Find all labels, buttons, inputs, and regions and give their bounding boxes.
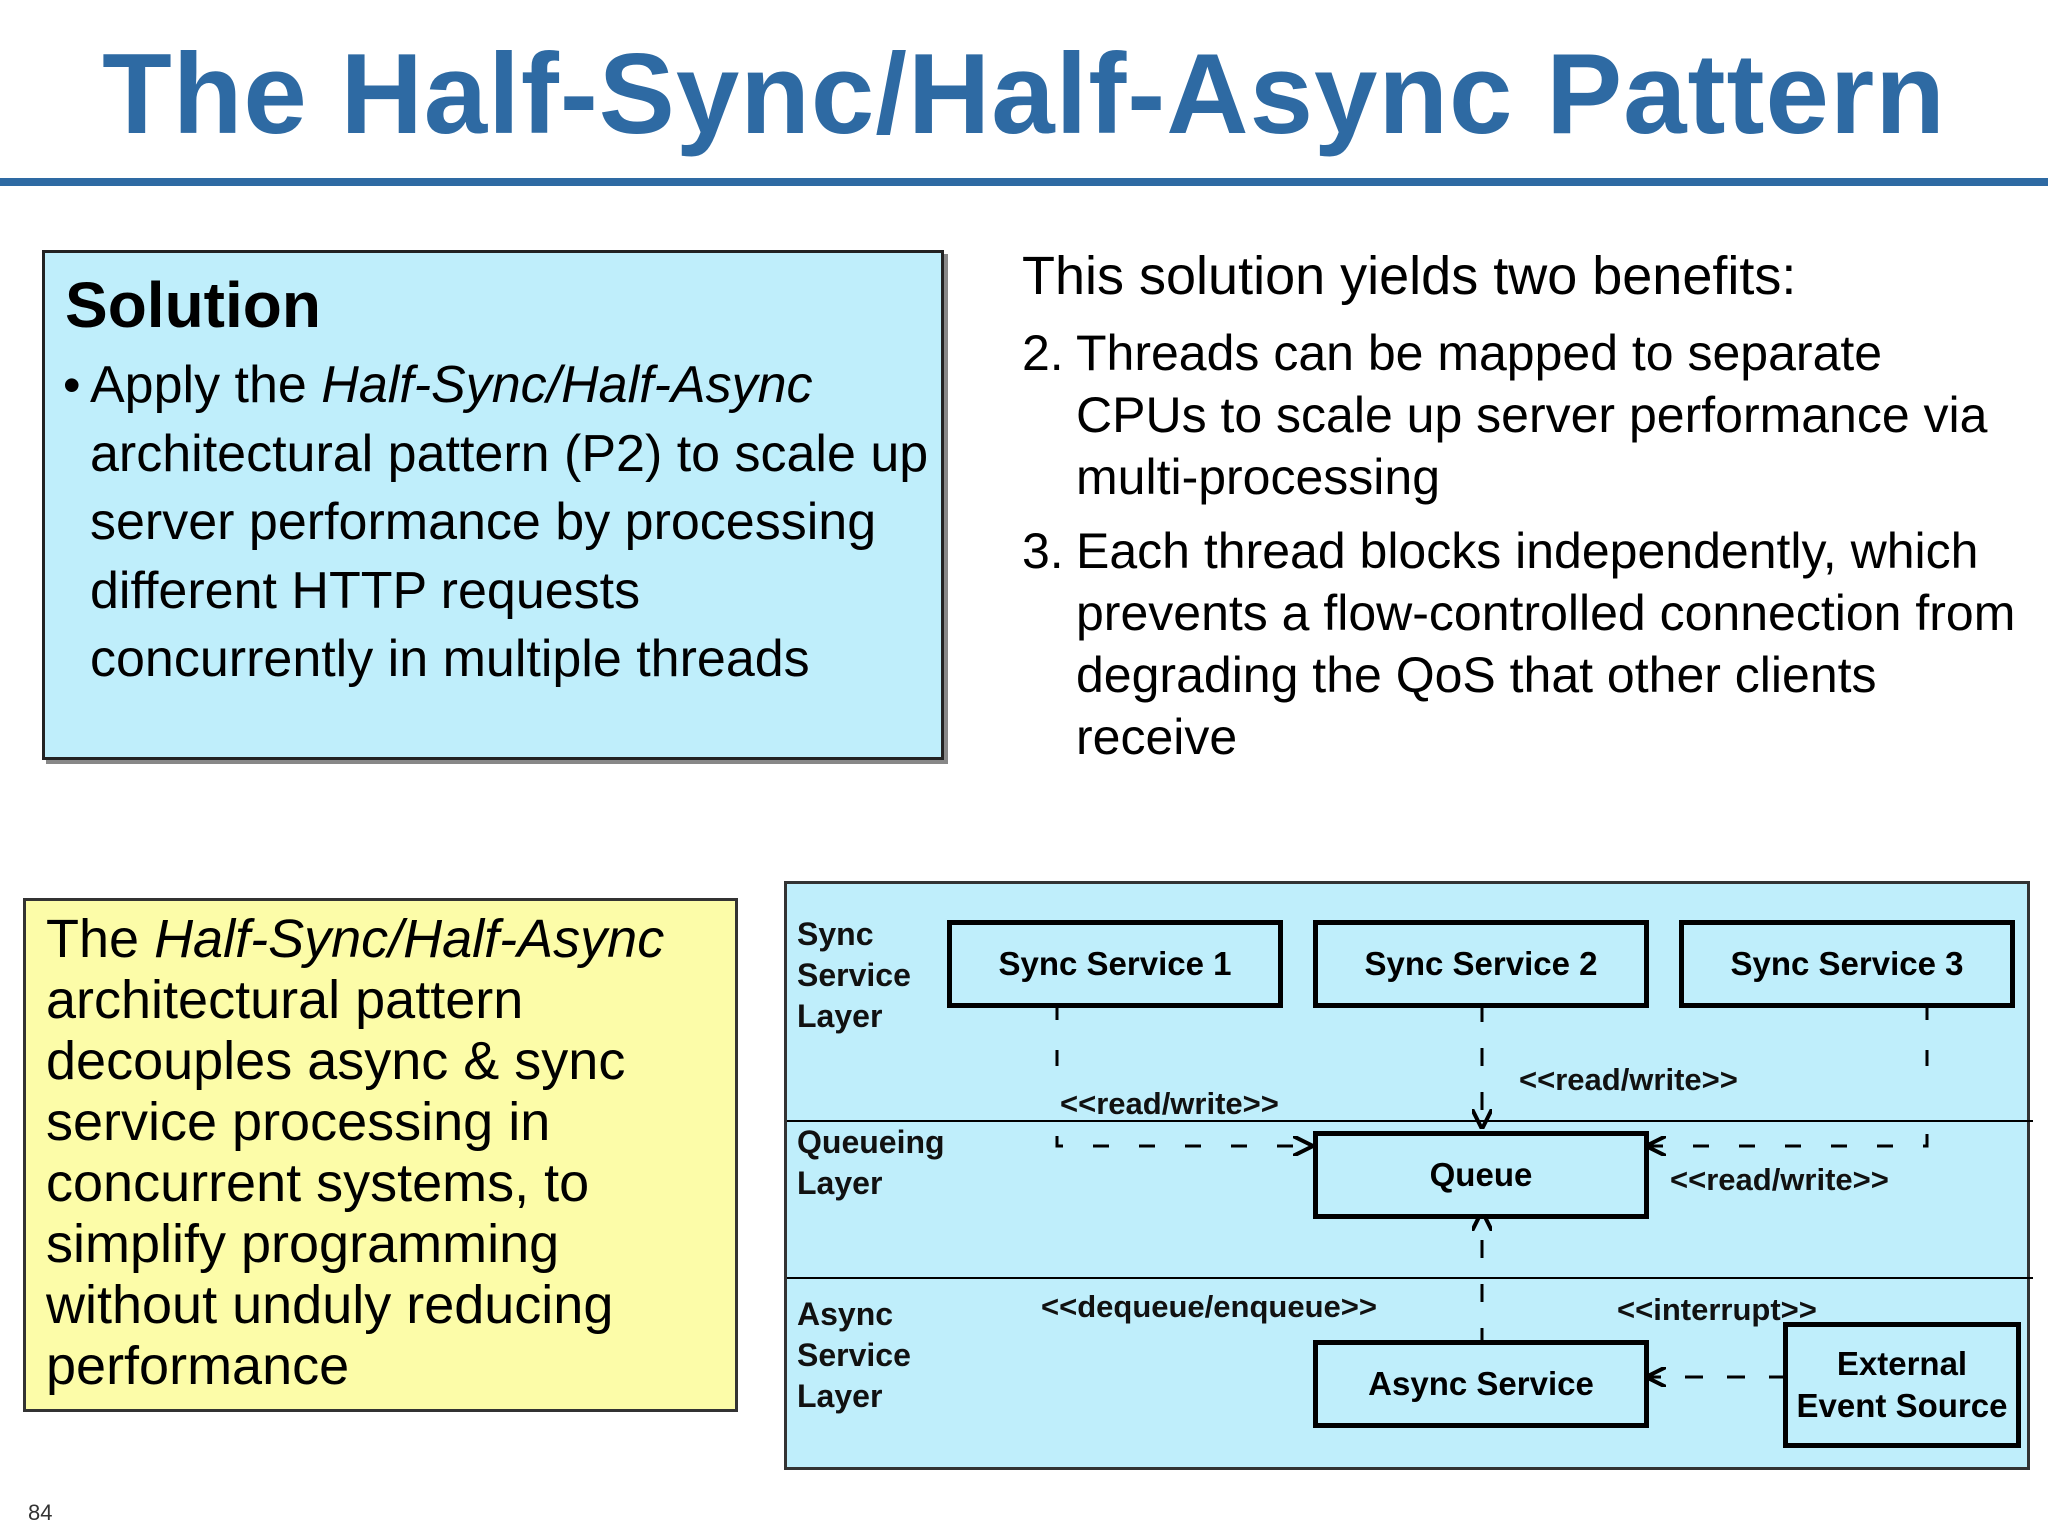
diagram-connectors xyxy=(787,1004,2033,1473)
dequeue-enqueue-label: <<dequeue/enqueue>> xyxy=(1041,1289,1377,1324)
note-text-start: The xyxy=(46,909,155,969)
benefits-intro: This solution yields two benefits: xyxy=(1022,246,1797,306)
rw-right-connector xyxy=(1647,1134,1929,1146)
note-text-end: architectural pattern decouples async & … xyxy=(46,970,626,1396)
queueing-layer-text: Queueing Layer xyxy=(797,1124,945,1201)
external-event-source-label: External Event Source xyxy=(1796,1345,2008,1424)
benefit-number: 3. xyxy=(1022,523,1064,579)
sync-service-2-label: Sync Service 2 xyxy=(1364,945,1598,982)
sync-layer-text: Sync Service Layer xyxy=(797,916,911,1034)
page-number: 84 xyxy=(28,1500,53,1525)
async-service-box: Async Service xyxy=(1313,1340,1649,1428)
queueing-layer-label: Queueing Layer xyxy=(797,1122,945,1204)
title-divider xyxy=(0,178,2048,186)
async-layer-text: Async Service Layer xyxy=(797,1296,911,1414)
solution-text-start: Apply the xyxy=(90,356,322,414)
pattern-name: Half-Sync/Half-Async xyxy=(321,356,813,414)
read-write-center-label: <<read/write>> xyxy=(1519,1062,1738,1097)
solution-heading: Solution xyxy=(65,269,321,341)
external-event-source-box: External Event Source xyxy=(1783,1322,2021,1448)
sync-service-3-label: Sync Service 3 xyxy=(1730,945,1964,982)
queue-box: Queue xyxy=(1313,1131,1649,1219)
benefit-item: 3. Each thread blocks independently, whi… xyxy=(1022,520,2022,768)
note-text: The Half-Sync/Half-Async architectural p… xyxy=(46,909,736,1397)
solution-text: Apply the Half-Sync/Half-Async architect… xyxy=(90,351,930,694)
async-layer-label: Async Service Layer xyxy=(797,1294,911,1417)
benefit-text: Threads can be mapped to separate CPUs t… xyxy=(1076,325,1988,505)
rw-left-connector xyxy=(1055,1136,1312,1146)
sync-service-2-box: Sync Service 2 xyxy=(1313,920,1649,1008)
read-write-right-label: <<read/write>> xyxy=(1670,1162,1889,1197)
benefit-item: 2. Threads can be mapped to separate CPU… xyxy=(1022,322,2022,508)
sync-service-1-label: Sync Service 1 xyxy=(998,945,1232,982)
sync-layer-label: Sync Service Layer xyxy=(797,914,911,1037)
benefits-section: This solution yields two benefits: 2. Th… xyxy=(1022,236,2022,768)
sync-service-1-box: Sync Service 1 xyxy=(947,920,1283,1008)
interrupt-label: <<interrupt>> xyxy=(1617,1292,1817,1327)
async-service-label: Async Service xyxy=(1368,1365,1594,1402)
sync-service-3-box: Sync Service 3 xyxy=(1679,920,2015,1008)
architecture-diagram: Sync Service Layer Queueing Layer Async … xyxy=(784,881,2033,1473)
note-pattern-name: Half-Sync/Half-Async xyxy=(154,909,665,969)
slide-title: The Half-Sync/Half-Async Pattern xyxy=(102,31,1946,158)
queue-label: Queue xyxy=(1429,1156,1533,1193)
solution-box: Solution • Apply the Half-Sync/Half-Asyn… xyxy=(42,250,944,760)
read-write-left-label: <<read/write>> xyxy=(1060,1086,1279,1121)
bullet-icon: • xyxy=(63,357,81,413)
solution-text-end: architectural pattern (P2) to scale up s… xyxy=(90,424,929,689)
benefit-number: 2. xyxy=(1022,325,1064,381)
benefit-text: Each thread blocks independently, which … xyxy=(1076,523,2016,765)
pattern-note-box: The Half-Sync/Half-Async architectural p… xyxy=(23,898,738,1412)
